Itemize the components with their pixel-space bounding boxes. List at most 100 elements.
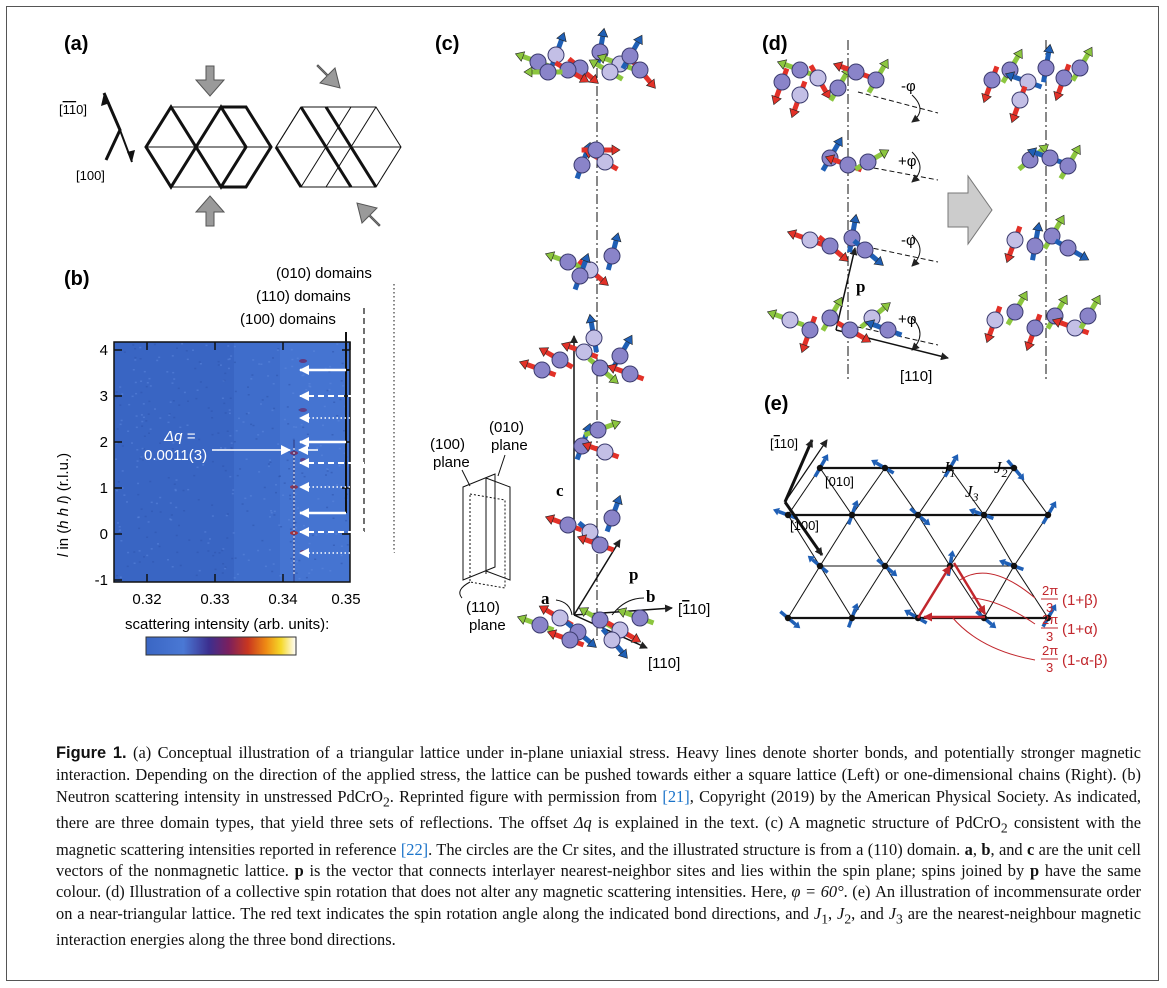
- spin-site: [854, 149, 890, 172]
- spin-site: [789, 80, 809, 119]
- noise-pixel: [234, 390, 237, 393]
- noise-pixel: [135, 415, 138, 417]
- noise-pixel: [121, 445, 124, 447]
- noise-pixel: [181, 343, 184, 345]
- noise-pixel: [229, 397, 232, 399]
- noise-pixel: [139, 346, 142, 349]
- noise-pixel: [196, 466, 199, 469]
- ref-22-link[interactable]: [22]: [400, 839, 429, 859]
- noise-pixel: [146, 536, 149, 538]
- noise-pixel: [273, 510, 276, 513]
- spin-site: [820, 136, 843, 172]
- noise-pixel: [119, 576, 122, 578]
- noise-pixel: [249, 495, 252, 497]
- noise-pixel: [226, 430, 229, 432]
- noise-pixel: [301, 472, 304, 474]
- noise-pixel: [173, 438, 176, 440]
- noise-pixel: [141, 420, 144, 423]
- ref-21-link[interactable]: [21]: [662, 786, 690, 806]
- noise-pixel: [336, 415, 339, 417]
- lattice-left: [144, 104, 273, 190]
- lattice-spin: [876, 558, 898, 577]
- noise-pixel: [345, 519, 348, 522]
- noise-pixel: [187, 488, 190, 491]
- noise-pixel: [198, 569, 201, 572]
- noise-pixel: [144, 515, 147, 518]
- noise-pixel: [290, 557, 293, 560]
- noise-pixel: [186, 424, 189, 426]
- noise-pixel: [131, 395, 134, 398]
- noise-pixel: [121, 470, 124, 472]
- noise-pixel: [228, 358, 231, 360]
- svg-text:0: 0: [100, 526, 108, 543]
- noise-pixel: [289, 498, 292, 500]
- noise-pixel: [196, 389, 199, 391]
- noise-pixel: [118, 531, 121, 534]
- rotation-triangle: [916, 562, 987, 622]
- noise-pixel: [171, 566, 174, 568]
- noise-pixel: [303, 475, 306, 478]
- spin-site: [1026, 147, 1065, 167]
- noise-pixel: [148, 400, 151, 403]
- noise-pixel: [275, 491, 277, 494]
- noise-pixel: [294, 521, 297, 524]
- arrow-110bar-head: [101, 93, 110, 106]
- noise-pixel: [234, 557, 237, 559]
- heatmap-xticks: 0.32 0.33 0.34 0.35: [132, 591, 360, 608]
- spin-site: [538, 347, 574, 370]
- noise-pixel: [288, 519, 290, 521]
- noise-pixel: [316, 447, 319, 450]
- noise-pixel: [271, 570, 274, 573]
- noise-pixel: [258, 363, 261, 365]
- noise-pixel: [263, 498, 266, 500]
- noise-pixel: [260, 363, 263, 365]
- noise-pixel: [325, 474, 327, 476]
- noise-pixel: [140, 414, 143, 416]
- noise-pixel: [115, 489, 118, 492]
- svg-text:1: 1: [100, 480, 108, 497]
- noise-pixel: [157, 543, 159, 545]
- noise-pixel: [167, 477, 170, 479]
- spin-site: [581, 441, 620, 461]
- noise-pixel: [264, 565, 267, 568]
- bond: [851, 514, 886, 567]
- plane-110-label-2: plane: [469, 617, 506, 634]
- noise-pixel: [127, 551, 130, 554]
- noise-pixel: [172, 442, 175, 444]
- noise-pixel: [115, 458, 117, 460]
- noise-pixel: [288, 468, 291, 470]
- spin-site: [606, 363, 645, 383]
- noise-pixel: [167, 559, 169, 561]
- noise-pixel: [219, 364, 222, 366]
- panel-d-label: (d): [762, 33, 788, 55]
- noise-pixel: [230, 447, 233, 449]
- noise-pixel: [287, 423, 290, 425]
- noise-pixel: [236, 573, 239, 575]
- noise-pixel: [195, 397, 198, 400]
- angle-4: +φ: [898, 311, 917, 328]
- spin-site: [832, 61, 871, 81]
- noise-pixel: [154, 408, 156, 410]
- spin-site: [852, 238, 884, 266]
- noise-pixel: [271, 409, 274, 412]
- noise-pixel: [133, 551, 136, 553]
- noise-pixel: [214, 568, 217, 571]
- noise-pixel: [149, 428, 152, 430]
- vector-b-label: b: [646, 587, 655, 606]
- noise-pixel: [149, 480, 152, 483]
- svg-text:0.35: 0.35: [331, 591, 360, 608]
- spin-site: [544, 251, 583, 271]
- noise-pixel: [286, 459, 289, 462]
- noise-pixel: [224, 469, 227, 472]
- spin-site: [1004, 71, 1043, 91]
- plane-110-label-1: (110): [466, 599, 500, 616]
- vector-p-label: p: [629, 565, 638, 584]
- spin-site: [771, 67, 791, 106]
- svg-text:2: 2: [100, 434, 108, 451]
- colorbar-label: scattering intensity (arb. units):: [125, 616, 329, 633]
- spin-site: [1058, 144, 1081, 180]
- vector-p-d: [835, 247, 858, 331]
- noise-pixel: [251, 374, 254, 376]
- noise-pixel: [332, 544, 335, 546]
- noise-pixel: [295, 527, 298, 529]
